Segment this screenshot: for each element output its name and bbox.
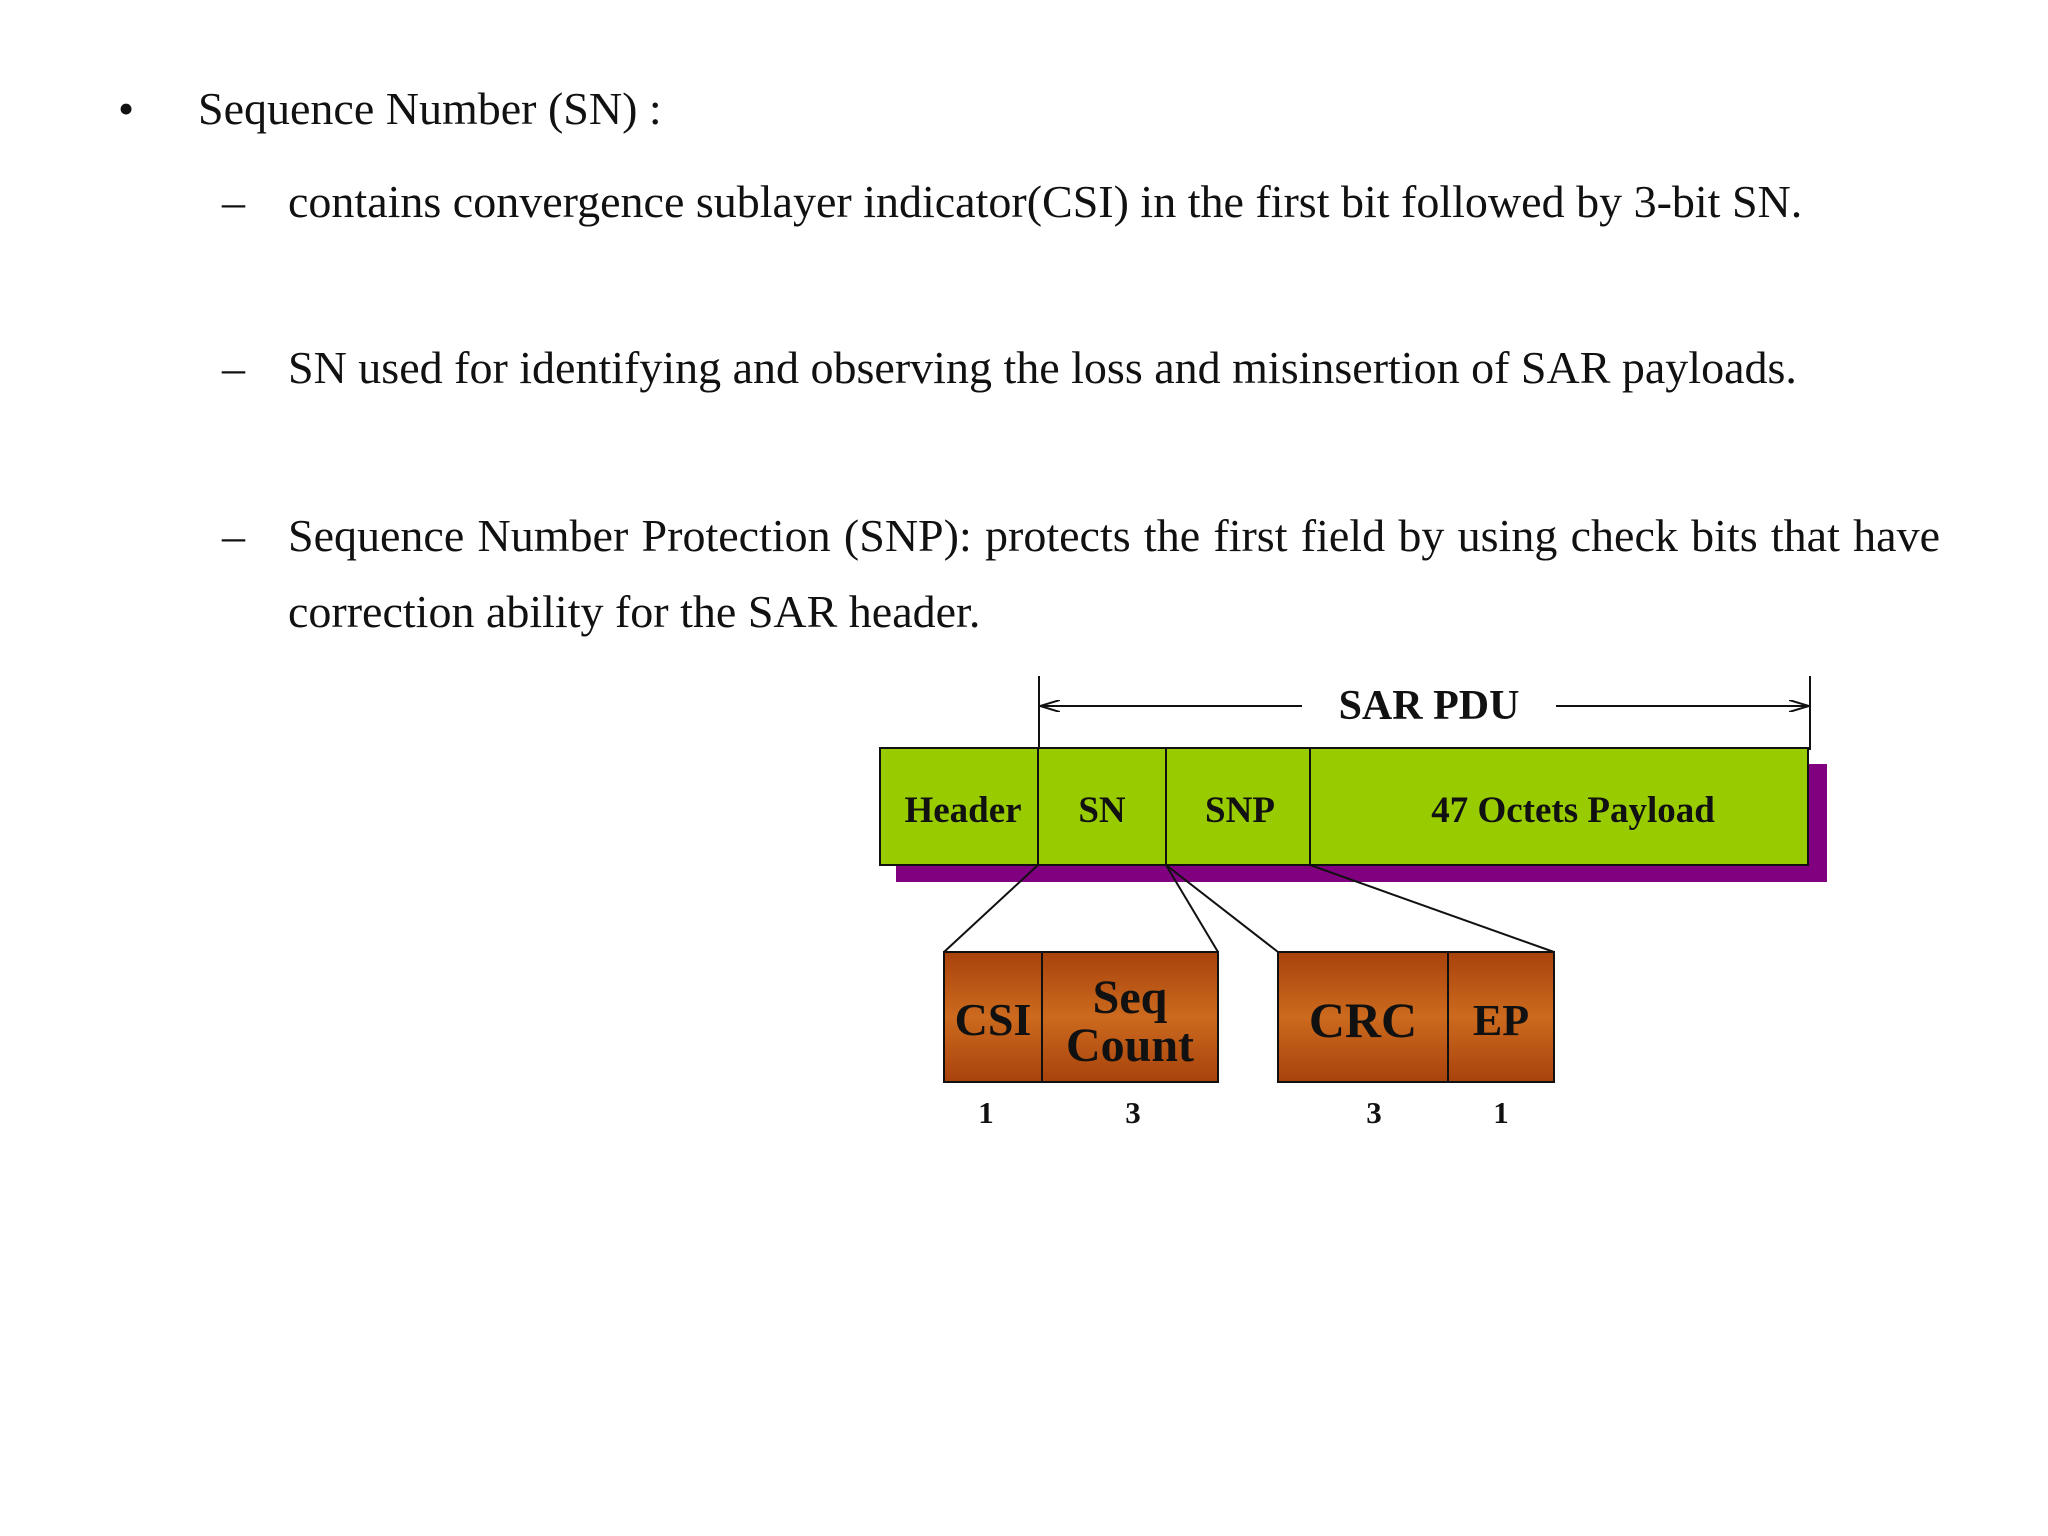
sub-item-marker: – — [222, 342, 245, 393]
sn-expand-right — [1165, 864, 1219, 953]
csi-box — [943, 951, 1043, 1083]
csi-bits: 1 — [978, 1095, 994, 1130]
sn-label: SN — [1078, 790, 1126, 831]
snp-expand-left — [1165, 864, 1279, 953]
sub-item-marker: – — [222, 510, 245, 561]
ep-label: EP — [1473, 996, 1529, 1045]
crc-bits: 3 — [1366, 1095, 1382, 1130]
csi-label: CSI — [955, 994, 1032, 1045]
header-field — [879, 747, 1039, 866]
payload-field — [1309, 747, 1809, 866]
crc-box — [1277, 951, 1449, 1083]
snp-label: SNP — [1205, 790, 1275, 831]
snp-expand-right — [1309, 864, 1555, 953]
sub-item-marker: – — [222, 176, 245, 227]
bullet-marker: • — [118, 83, 135, 134]
crc-label: CRC — [1309, 992, 1417, 1048]
seq-bits: 3 — [1125, 1095, 1141, 1130]
sub-item-text: Sequence Number Protection (SNP): protec… — [288, 510, 1940, 637]
sub-item-text: SN used for identifying and observing th… — [288, 342, 1797, 393]
sub-item-text: contains convergence sublayer indicator(… — [288, 176, 1803, 227]
sn-expand-left — [943, 864, 1039, 953]
ep-bits: 1 — [1493, 1095, 1509, 1130]
payload-label: 47 Octets Payload — [1431, 790, 1715, 831]
seq-count-box — [1041, 951, 1219, 1083]
seq-label: Seq — [1093, 971, 1168, 1024]
count-label: Count — [1066, 1019, 1194, 1072]
header-label: Header — [904, 790, 1021, 831]
pdu-label: SAR PDU — [1339, 683, 1520, 729]
ep-box — [1447, 951, 1555, 1083]
bullet-text: Sequence Number (SN) : — [198, 83, 662, 134]
